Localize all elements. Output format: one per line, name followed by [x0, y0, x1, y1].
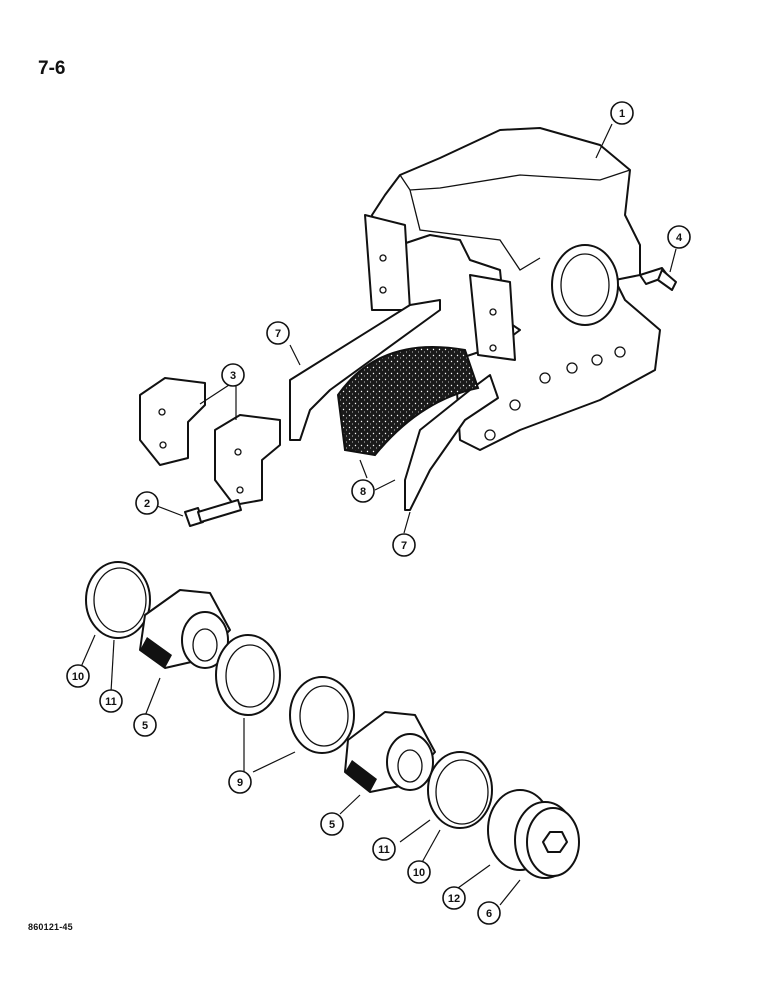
svg-text:6: 6 [486, 908, 492, 920]
brake-pad-right [214, 414, 281, 506]
callout-10-upper: 10 [66, 664, 90, 688]
piston-lower [344, 711, 436, 793]
svg-text:1: 1 [619, 108, 625, 120]
leader-lines [80, 123, 677, 906]
svg-text:3: 3 [230, 370, 236, 382]
figure-code: 860121-45 [28, 922, 73, 932]
seal-ring-upper [85, 561, 151, 639]
shim-lower [404, 374, 499, 511]
svg-text:5: 5 [329, 819, 335, 831]
svg-text:11: 11 [378, 844, 390, 856]
callout-11-upper: 11 [99, 689, 123, 713]
brake-pad-left [139, 377, 206, 466]
piston-cap [514, 801, 580, 879]
dust-boot-upper [215, 634, 281, 716]
svg-text:8: 8 [360, 486, 366, 498]
svg-text:10: 10 [413, 867, 425, 879]
callout-7-upper: 7 [266, 321, 290, 345]
svg-text:2: 2 [144, 498, 150, 510]
callout-12: 12 [442, 886, 466, 910]
callout-9: 9 [228, 770, 252, 794]
callout-2: 2 [135, 491, 159, 515]
svg-text:9: 9 [237, 777, 243, 789]
callout-3: 3 [221, 363, 245, 387]
callout-7-lower: 7 [392, 533, 416, 557]
callout-8: 8 [351, 479, 375, 503]
seal-ring-lower [427, 751, 493, 829]
svg-text:12: 12 [448, 893, 460, 905]
shim-upper [289, 299, 441, 441]
callout-11-lower: 11 [372, 837, 396, 861]
callout-10-lower: 10 [407, 860, 431, 884]
callout-5-upper: 5 [133, 713, 157, 737]
mounting-bolt [184, 499, 242, 527]
svg-text:11: 11 [105, 696, 117, 708]
piston-upper [139, 589, 231, 669]
svg-text:7: 7 [401, 540, 407, 552]
svg-text:7: 7 [275, 328, 281, 340]
bleeder-screw [639, 267, 677, 291]
dust-boot-lower [289, 676, 355, 754]
svg-text:10: 10 [72, 671, 84, 683]
svg-text:4: 4 [676, 232, 683, 244]
page-number: 7-6 [38, 58, 66, 79]
callout-5-lower: 5 [320, 812, 344, 836]
brake-lining [336, 346, 480, 457]
callout-6: 6 [477, 901, 501, 925]
callout-4: 4 [667, 225, 691, 249]
svg-text:5: 5 [142, 720, 148, 732]
callout-1: 1 [610, 101, 634, 125]
